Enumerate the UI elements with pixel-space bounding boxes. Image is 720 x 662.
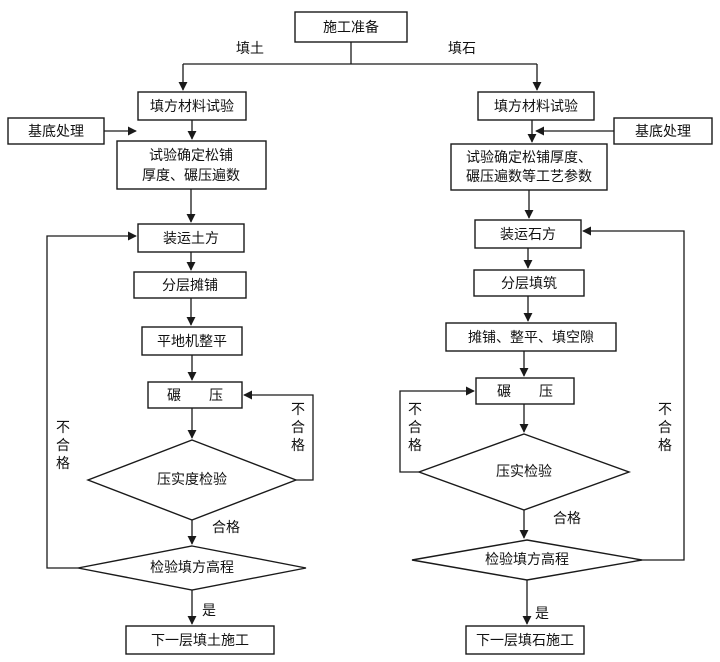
right-outer-fail-ch2: 合 <box>658 420 672 436</box>
right-spread-level-fill-node <box>445 322 617 352</box>
left-inner-fail-ch2: 合 <box>291 420 305 436</box>
left-trial-params-line2: 厚度、碾压遍数 <box>142 168 240 184</box>
right-layer-fill-label: 分层填筑 <box>501 276 557 292</box>
right-outer-fail-loop <box>582 226 685 561</box>
left-branch-label: 填土 <box>236 41 264 57</box>
left-trial-params-line1: 试验确定松铺 <box>149 148 233 164</box>
right-outer-fail-ch1: 不 <box>658 402 672 418</box>
left-inner-fail-ch1: 不 <box>291 402 305 418</box>
right-check-compaction-label: 压实检验 <box>496 464 552 480</box>
left-outer-fail-loop <box>46 231 137 569</box>
start-node <box>294 11 408 43</box>
left-next-layer-node <box>125 625 275 655</box>
left-inner-fail-ch3: 格 <box>291 438 305 454</box>
left-next-layer-label: 下一层填土施工 <box>151 633 249 649</box>
left-check-compaction-label: 压实度检验 <box>157 472 227 488</box>
left-base-treatment-node <box>7 117 105 145</box>
left-outer-fail-ch2: 合 <box>56 438 70 454</box>
left-outer-fail-ch1: 不 <box>56 420 70 436</box>
left-load-transport-node <box>137 223 245 253</box>
left-load-transport-label: 装运土方 <box>163 231 219 247</box>
right-inner-fail-ch2: 合 <box>408 420 422 436</box>
right-pass-label: 合格 <box>553 511 581 527</box>
left-check-elevation-label: 检验填方高程 <box>150 559 234 576</box>
right-trial-params-node <box>450 143 608 191</box>
right-layer-fill-node <box>473 269 585 297</box>
left-material-test-label: 填方材料试验 <box>150 99 234 115</box>
right-inner-fail-ch3: 格 <box>408 438 422 454</box>
right-trial-params-line1: 试验确定松铺厚度、 <box>466 150 592 166</box>
right-branch-label: 填石 <box>448 41 476 57</box>
right-check-elevation-label: 检验填方高程 <box>485 551 569 568</box>
right-load-transport-node <box>474 219 582 249</box>
right-inner-fail-ch1: 不 <box>408 402 422 418</box>
left-yes-label: 是 <box>202 603 216 619</box>
left-grader-level-label: 平地机整平 <box>157 334 227 350</box>
left-outer-fail-ch3: 格 <box>56 456 70 472</box>
left-compaction-node <box>147 381 243 409</box>
right-compaction-label: 碾 压 <box>497 384 553 400</box>
right-next-layer-node <box>465 625 585 655</box>
right-compaction-node <box>475 377 575 405</box>
right-base-treatment-node <box>613 117 713 145</box>
left-pass-label: 合格 <box>212 520 240 536</box>
right-load-transport-label: 装运石方 <box>500 227 556 243</box>
right-base-treatment-label: 基底处理 <box>635 123 691 140</box>
left-inner-fail-loop <box>243 390 314 481</box>
left-grader-level-node <box>141 326 243 356</box>
left-compaction-label: 碾 压 <box>167 388 223 404</box>
right-material-test-node <box>477 91 595 121</box>
left-layer-spread-label: 分层摊铺 <box>162 278 218 294</box>
right-yes-label: 是 <box>535 606 549 622</box>
left-trial-params-node <box>116 140 267 190</box>
left-base-treatment-label: 基底处理 <box>28 123 84 140</box>
start-label: 施工准备 <box>323 19 379 36</box>
right-trial-params-line2: 碾压遍数等工艺参数 <box>466 168 592 185</box>
right-next-layer-label: 下一层填石施工 <box>476 633 574 649</box>
right-inner-fail-loop <box>399 386 475 473</box>
left-layer-spread-node <box>133 271 247 299</box>
right-material-test-label: 填方材料试验 <box>494 99 578 115</box>
right-outer-fail-ch3: 格 <box>658 438 672 454</box>
right-spread-level-fill-label: 摊铺、整平、填空隙 <box>468 330 594 346</box>
